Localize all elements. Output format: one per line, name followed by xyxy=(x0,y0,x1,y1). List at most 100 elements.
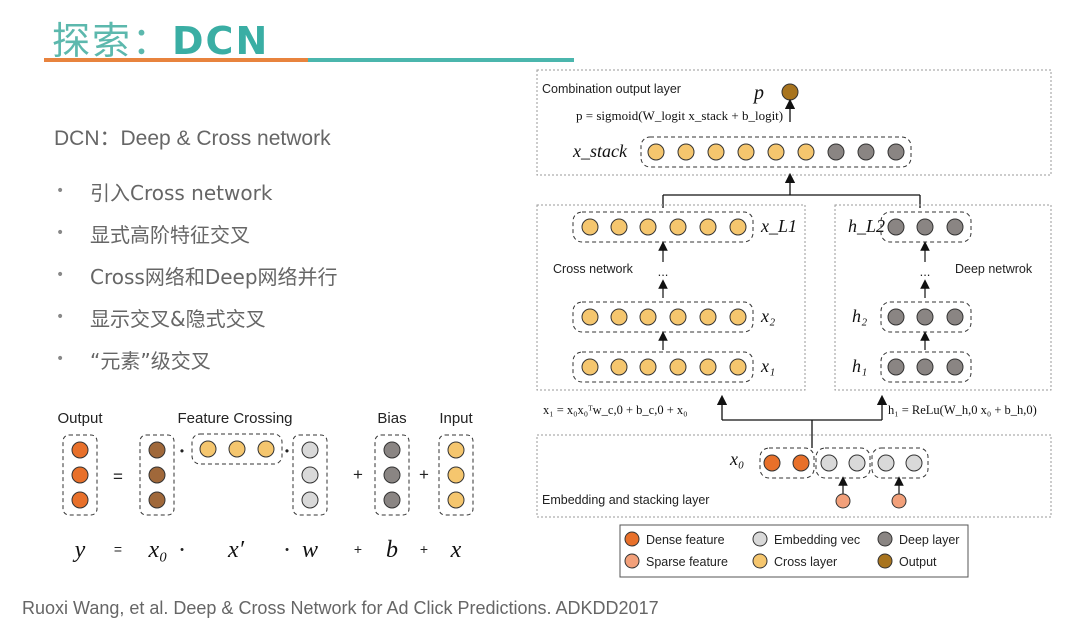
input-node xyxy=(447,441,465,459)
stack-node xyxy=(797,143,815,161)
h1-vector-box xyxy=(880,351,972,383)
stack-node xyxy=(827,143,845,161)
cross-layer-node xyxy=(669,308,687,326)
x0-node xyxy=(905,454,923,472)
slide-title-cn: 探索： xyxy=(52,19,173,63)
stack-node xyxy=(857,143,875,161)
deep-layer-node xyxy=(916,218,934,236)
cross-ellipsis: ... xyxy=(658,264,669,279)
x2-vector-box xyxy=(572,301,754,333)
cross-layer-node xyxy=(610,218,628,236)
x0-node xyxy=(148,441,166,459)
slide-title-en: DCN xyxy=(172,19,270,63)
feature-crossing-label: Feature Crossing xyxy=(177,410,292,427)
deep-network-box xyxy=(834,204,1052,391)
symbol-x: x xyxy=(450,537,462,563)
output-vector-box xyxy=(62,434,98,516)
cross-layer-node xyxy=(581,218,599,236)
bullet-text: Cross网络和Deep网络并行 xyxy=(90,264,338,289)
xprime-node xyxy=(228,440,246,458)
stack-node xyxy=(887,143,905,161)
sparse-feature-node-1 xyxy=(835,493,851,509)
cross-layer-node xyxy=(639,358,657,376)
x0-label: x₀ xyxy=(729,449,744,469)
stack-node xyxy=(677,143,695,161)
p-label: p xyxy=(752,82,764,104)
input-node xyxy=(447,491,465,509)
x0-node xyxy=(848,454,866,472)
symbol-b: b xyxy=(386,537,398,563)
dot-operator-1: • xyxy=(180,444,184,458)
output-node xyxy=(71,466,89,484)
cross-layer-node xyxy=(669,358,687,376)
cross-layer-node xyxy=(610,308,628,326)
legend-label: Sparse feature xyxy=(646,555,728,569)
deep-ellipsis: ... xyxy=(920,264,931,279)
deep-layer-node xyxy=(946,218,964,236)
cross-layer-node xyxy=(729,218,747,236)
bullet-item: •“元素”级交叉 xyxy=(56,338,338,380)
cross-network-label: Cross network xyxy=(553,262,634,276)
cross-layer-node xyxy=(699,358,717,376)
bias-node xyxy=(383,441,401,459)
x1-equation: x₁ = x₀x₀ᵀw_c,0 + b_c,0 + x₀ xyxy=(543,403,687,417)
title-underline-teal xyxy=(308,58,574,62)
legend-label: Deep layer xyxy=(899,533,959,547)
legend-label: Cross layer xyxy=(774,555,837,569)
w-node xyxy=(301,441,319,459)
combination-layer-label: Combination output layer xyxy=(542,82,681,96)
cross-layer-node xyxy=(581,308,599,326)
title-underline-orange xyxy=(44,58,308,62)
x0-node xyxy=(763,454,781,472)
hL2-label: h_L2 xyxy=(848,216,885,236)
deep-layer-node xyxy=(916,308,934,326)
xstack-vector-box xyxy=(640,136,912,168)
bias-label: Bias xyxy=(377,410,406,427)
input-label: Input xyxy=(439,410,473,427)
x0-node xyxy=(148,491,166,509)
cross-layer-node xyxy=(669,218,687,236)
bullet-dot-icon: • xyxy=(56,267,65,283)
legend-label: Dense feature xyxy=(646,533,725,547)
stack-node xyxy=(767,143,785,161)
dense-feature-box xyxy=(759,447,815,479)
output-label: Output xyxy=(57,410,103,427)
w-node xyxy=(301,491,319,509)
equals-sign: = xyxy=(113,467,123,486)
symbol-xprime: x′ xyxy=(227,537,245,563)
sparse-feature-node-2 xyxy=(891,493,907,509)
symbol-equals: = xyxy=(114,541,122,557)
cross-layer-node xyxy=(581,358,599,376)
bullet-dot-icon: • xyxy=(56,351,65,367)
legend-swatch xyxy=(624,553,640,569)
bullet-item: •引入Cross network xyxy=(56,170,338,212)
xL1-vector-box xyxy=(572,211,754,243)
bullet-item: •显示交叉&隐式交叉 xyxy=(56,296,338,338)
output-node xyxy=(71,491,89,509)
cross-layer-node xyxy=(610,358,628,376)
cross-layer-node xyxy=(639,218,657,236)
bias-node xyxy=(383,491,401,509)
bullet-item: •显式高阶特征交叉 xyxy=(56,212,338,254)
symbol-dot-2: • xyxy=(285,544,289,556)
legend-swatch xyxy=(752,553,768,569)
plus-sign-2: + xyxy=(419,465,429,484)
legend-box xyxy=(619,524,969,578)
bullet-text: 引入Cross network xyxy=(90,180,273,205)
xprime-node xyxy=(199,440,217,458)
cross-layer-node xyxy=(699,218,717,236)
deep-layer-node xyxy=(887,358,905,376)
h2-label: h₂ xyxy=(852,306,867,326)
w-vector-box xyxy=(292,434,328,516)
xprime-node xyxy=(257,440,275,458)
legend-label: Output xyxy=(899,555,937,569)
input-vector-box xyxy=(438,434,474,516)
stack-node xyxy=(737,143,755,161)
stack-node xyxy=(647,143,665,161)
legend-swatch xyxy=(877,531,893,547)
x0-node xyxy=(792,454,810,472)
symbol-x0: x₀ xyxy=(148,537,168,563)
x0-vector-box xyxy=(139,434,175,516)
dot-operator-2: • xyxy=(285,444,289,458)
